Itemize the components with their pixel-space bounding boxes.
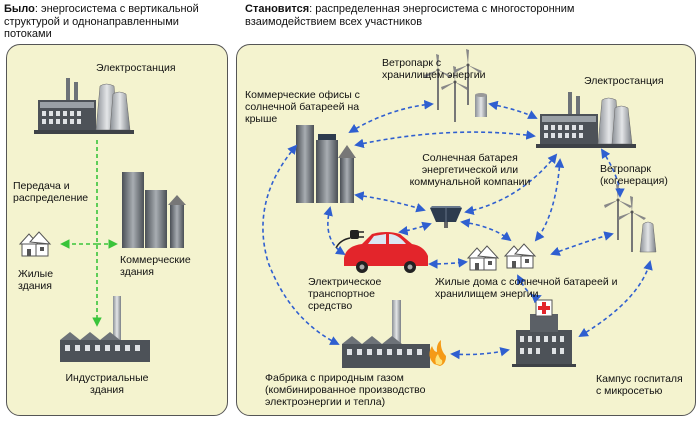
before-label-transmission: Передача и распределение	[13, 180, 89, 204]
label-ev: Электрическое транспортное средство	[308, 276, 382, 312]
flow-homes-hospital	[517, 274, 542, 304]
flow-homes-windcogen	[550, 231, 614, 256]
offices-icon	[296, 125, 356, 203]
before-label-industrial: Индустриальные здания	[65, 372, 149, 396]
flow-offices-plant	[354, 130, 536, 149]
before-commercial-icon	[122, 172, 186, 248]
flame-icon	[429, 340, 446, 366]
label-hospital: Кампус госпиталя с микросетью	[596, 373, 683, 397]
after-heading-text: : распределенная энергосистема с многост…	[245, 3, 575, 28]
label-offices: Коммерческие офисы с солнечной батареей …	[245, 89, 360, 125]
label-homes: Жилые дома с солнечной батареей и хранил…	[435, 276, 618, 300]
label-wind-storage: Ветропарк с хранилищем энергии	[382, 57, 486, 81]
flow-offices-factory	[262, 144, 340, 345]
before-houses-icon	[19, 231, 51, 257]
before-heading-text: : энергосистема с вертикальной структуро…	[4, 3, 199, 40]
flow-plant-homes	[534, 158, 565, 242]
after-power-plant-icon	[535, 91, 637, 149]
hospital-icon	[512, 299, 576, 367]
electric-car-icon	[335, 230, 428, 273]
after-heading: Становится: распределенная энергосистема…	[245, 3, 665, 28]
flow-plant-windcogen	[600, 148, 625, 198]
before-label-residential: Жилые здания	[18, 268, 54, 292]
flow-solar-homes	[460, 218, 512, 242]
label-gas-factory: Фабрика с природным газом (комбинированн…	[265, 372, 426, 408]
before-label-commercial: Коммерческие здания	[120, 254, 191, 278]
solar-panel-icon	[430, 206, 462, 228]
before-power-plant-icon	[33, 77, 135, 135]
label-solar-utility: Солнечная батарея энергетической или ком…	[409, 152, 531, 188]
flow-car-homes	[428, 258, 468, 269]
label-wind-cogen: Ветропарк (когенерация)	[600, 163, 668, 187]
flow-wind-plant	[488, 100, 538, 119]
flow-hospital-windcogen	[578, 260, 653, 337]
wind-cogen-icon	[604, 184, 657, 253]
before-heading-bold: Было	[4, 3, 35, 15]
flow-factory-hospital	[450, 347, 510, 360]
before-industrial-icon	[60, 296, 150, 362]
flow-offices-solar	[354, 191, 426, 213]
label-after-power-plant: Электростанция	[584, 75, 664, 87]
flow-solar-car	[398, 221, 432, 236]
homes-icon	[467, 243, 536, 271]
before-label-power-plant: Электростанция	[96, 62, 176, 74]
after-heading-bold: Становится	[245, 3, 310, 15]
gas-factory-icon	[342, 300, 430, 368]
before-heading: Было: энергосистема с вертикальной струк…	[4, 3, 229, 41]
wind-storage-icon	[424, 49, 487, 122]
flow-offices-wind	[348, 99, 434, 133]
